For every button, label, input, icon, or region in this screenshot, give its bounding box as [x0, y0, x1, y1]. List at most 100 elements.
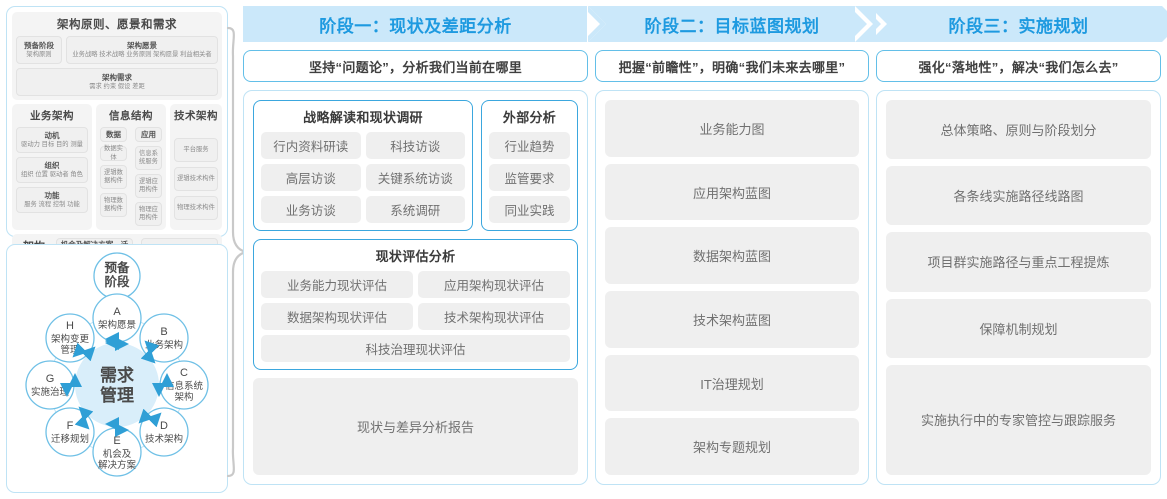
card-title-strategy-research: 战略解读和现状调研 [303, 110, 423, 125]
adm-node-g-letter: G [46, 373, 55, 385]
matrix-cell-platform-service: 平台服务 [174, 138, 218, 162]
domain-title-technology: 技术架构 [174, 110, 218, 122]
matrix-cell-data-head: 数据 [100, 127, 127, 142]
adm-node-c-label1: 信息系统 [165, 380, 204, 392]
chip-item[interactable]: 科技治理现状评估 [261, 335, 570, 362]
phases-container: 阶段一：现状及差距分析 坚持“问题论”，分析我们当前在哪里 战略解读和现状调研 … [243, 6, 1167, 493]
item-assurance-mechanism-planning[interactable]: 保障机制规划 [886, 298, 1151, 358]
chip-item[interactable]: 数据架构现状评估 [261, 303, 413, 330]
matrix-cell-physical-application-component: 物理应用构件 [135, 202, 162, 226]
chip-item[interactable]: 同业实践 [489, 196, 570, 223]
item-application-architecture-blueprint[interactable]: 应用架构蓝图 [605, 163, 859, 221]
matrix-cell-organization: 组织 组织 位置 驱动者 角色 [16, 157, 88, 183]
matrix-cell-logical-technology-component: 逻辑技术构件 [174, 167, 218, 191]
adm-node-c-label2: 架构 [174, 391, 193, 403]
matrix-cell-architecture-requirements: 架构需求 需求 约束 假设 差距 [16, 68, 218, 96]
adm-prep-line2: 阶段 [104, 274, 130, 289]
phase-column-2: 阶段二：目标蓝图规划 把握“前瞻性”，明确“我们未来去哪里” 业务能力图 应用架… [595, 6, 890, 493]
phase-header-2[interactable]: 阶段二：目标蓝图规划 [595, 6, 890, 42]
adm-node-c-letter: C [180, 367, 188, 379]
card-title-external-analysis: 外部分析 [502, 110, 557, 125]
item-technology-architecture-blueprint[interactable]: 技术架构蓝图 [605, 291, 859, 348]
adm-node-e-letter: E [113, 435, 120, 447]
domain-technology-architecture: 技术架构 平台服务 逻辑技术构件 物理技术构件 [170, 104, 222, 230]
chip-item[interactable]: 关键系统访谈 [365, 164, 465, 191]
matrix-cell-function: 功能 服务 流程 控制 功能 [16, 187, 88, 213]
phase-chevron-1 [587, 6, 609, 42]
adm-cycle-panel: 预备 阶段 需求 管理 A 架构愿景 B 业务架构 C [6, 244, 228, 493]
adm-node-b-letter: B [160, 326, 167, 338]
item-overall-strategy-principles[interactable]: 总体策略、原则与阶段划分 [886, 100, 1151, 160]
band-title-principles: 架构原则、愿景和需求 [57, 19, 177, 31]
chip-item[interactable]: 科技访谈 [365, 132, 465, 159]
adm-node-d-label: 技术架构 [145, 433, 183, 445]
adm-prep-line1: 预备 [104, 260, 130, 275]
chip-grid-strategy-research: 行内资料研读 科技访谈 高层访谈 关键系统访谈 业务访谈 系统调研 [261, 132, 465, 223]
phase-chevron-3 [854, 6, 876, 42]
phase-tagline-2: 把握“前瞻性”，明确“我们未来去哪里” [595, 50, 869, 82]
matrix-cell-architecture-vision: 架构愿景 业务战略 技术战略 业务原则 架构愿景 利益相关者 [66, 36, 218, 64]
phase-body-1: 战略解读和现状调研 行内资料研读 科技访谈 高层访谈 关键系统访谈 业务访谈 系… [243, 90, 588, 485]
phase-body-3: 总体策略、原则与阶段划分 各条线实施路径线路图 项目群实施路径与重点工程提炼 保… [876, 90, 1161, 485]
phase-title-1: 阶段一：现状及差距分析 [319, 16, 512, 36]
adm-node-h-label1: 架构变更 [51, 333, 90, 345]
item-architecture-topic-planning[interactable]: 架构专题规划 [605, 418, 859, 476]
left-column: 架构原则、愿景和需求 预备阶段 架构原则 架构愿景 业务战略 技术战略 业务原则… [6, 6, 228, 493]
adm-node-g: G 实施治理 [25, 360, 75, 410]
chip-item[interactable]: 行业趋势 [489, 132, 570, 159]
adm-node-h-label2: 管理 [60, 344, 80, 356]
chip-item[interactable]: 监管要求 [489, 164, 570, 191]
matrix-cell-application-head: 应用 [135, 127, 162, 142]
adm-node-a: A 架构愿景 [92, 293, 142, 343]
matrix-cell-motivation: 动机 驱动力 目标 目的 测量 [16, 127, 88, 153]
matrix-cell-data-entity: 数据实体 [100, 145, 127, 161]
adm-node-e-label2: 解决方案 [98, 459, 137, 471]
architecture-principles-band: 架构原则、愿景和需求 预备阶段 架构原则 架构愿景 业务战略 技术战略 业务原则… [12, 12, 222, 100]
phase-tagline-3: 强化“落地性”，解决“我们怎么去” [876, 50, 1161, 82]
adm-node-c: C 信息系统 架构 [159, 360, 209, 410]
phase1-top-row: 战略解读和现状调研 行内资料研读 科技访谈 高层访谈 关键系统访谈 业务访谈 系… [253, 100, 578, 231]
adm-center-requirements [75, 343, 159, 427]
card-current-state-assessment: 现状评估分析 业务能力现状评估 应用架构现状评估 数据架构现状评估 技术架构现状… [253, 239, 578, 370]
adm-node-e-label1: 机会及 [103, 448, 132, 460]
chip-item[interactable]: 系统调研 [365, 196, 465, 223]
chip-item[interactable]: 技术架构现状评估 [418, 303, 570, 330]
adm-node-a-label: 架构愿景 [98, 319, 136, 331]
item-program-implementation-path[interactable]: 项目群实施路径与重点工程提炼 [886, 232, 1151, 292]
item-business-capability-map[interactable]: 业务能力图 [605, 100, 859, 157]
phase-header-1[interactable]: 阶段一：现状及差距分析 [243, 6, 609, 42]
card-external-analysis: 外部分析 行业趋势 监管要求 同业实践 [481, 100, 578, 231]
togaf-content-framework-panel: 架构原则、愿景和需求 预备阶段 架构原则 架构愿景 业务战略 技术战略 业务原则… [6, 6, 228, 274]
domain-title-information: 信息结构 [109, 110, 153, 122]
phase-tagline-1: 坚持“问题论”，分析我们当前在哪里 [243, 50, 588, 82]
phase-header-3[interactable]: 阶段三：实施规划 [854, 6, 1167, 42]
item-it-governance-planning[interactable]: IT治理规划 [605, 354, 859, 412]
chip-item[interactable]: 业务能力现状评估 [261, 271, 413, 298]
adm-center-line2: 管理 [100, 385, 134, 405]
domain-title-business: 业务架构 [30, 110, 74, 122]
adm-node-h-letter: H [66, 320, 74, 332]
chip-item[interactable]: 高层访谈 [261, 164, 361, 191]
info-column-data: 数据 数据实体 逻辑数据构件 物理数据构件 [100, 127, 127, 226]
item-line-implementation-roadmap[interactable]: 各条线实施路径线路图 [886, 166, 1151, 226]
card-strategy-research: 战略解读和现状调研 行内资料研读 科技访谈 高层访谈 关键系统访谈 业务访谈 系… [253, 100, 473, 231]
item-data-architecture-blueprint[interactable]: 数据架构蓝图 [605, 227, 859, 285]
adm-node-f-label: 迁移规划 [51, 433, 89, 445]
card-gap-analysis-report[interactable]: 现状与差异分析报告 [253, 378, 578, 475]
domain-information-structure: 信息结构 数据 数据实体 逻辑数据构件 物理数据构件 [96, 104, 166, 230]
adm-node-e: E 机会及 解决方案 [92, 427, 142, 477]
chip-item[interactable]: 应用架构现状评估 [418, 271, 570, 298]
matrix-cell-logical-data-component: 逻辑数据构件 [100, 165, 127, 189]
adm-node-d-letter: D [160, 420, 168, 432]
chip-grid-external-analysis: 行业趋势 监管要求 同业实践 [489, 132, 570, 223]
chip-grid-current-state-assessment: 业务能力现状评估 应用架构现状评估 数据架构现状评估 技术架构现状评估 科技治理… [261, 271, 570, 362]
matrix-cell-physical-technology-component: 物理技术构件 [174, 196, 218, 220]
item-expert-control-tracking-service[interactable]: 实施执行中的专家管控与跟踪服务 [886, 364, 1151, 476]
adm-node-a-letter: A [113, 306, 121, 318]
chip-item[interactable]: 行内资料研读 [261, 132, 361, 159]
matrix-cell-prep-phase: 预备阶段 架构原则 [16, 36, 62, 64]
chip-item[interactable]: 业务访谈 [261, 196, 361, 223]
phase-body-2: 业务能力图 应用架构蓝图 数据架构蓝图 技术架构蓝图 IT治理规划 架构专题规划 [595, 90, 869, 485]
phase-chevron-end [1160, 6, 1167, 42]
adm-spoke-arrows [60, 334, 174, 437]
